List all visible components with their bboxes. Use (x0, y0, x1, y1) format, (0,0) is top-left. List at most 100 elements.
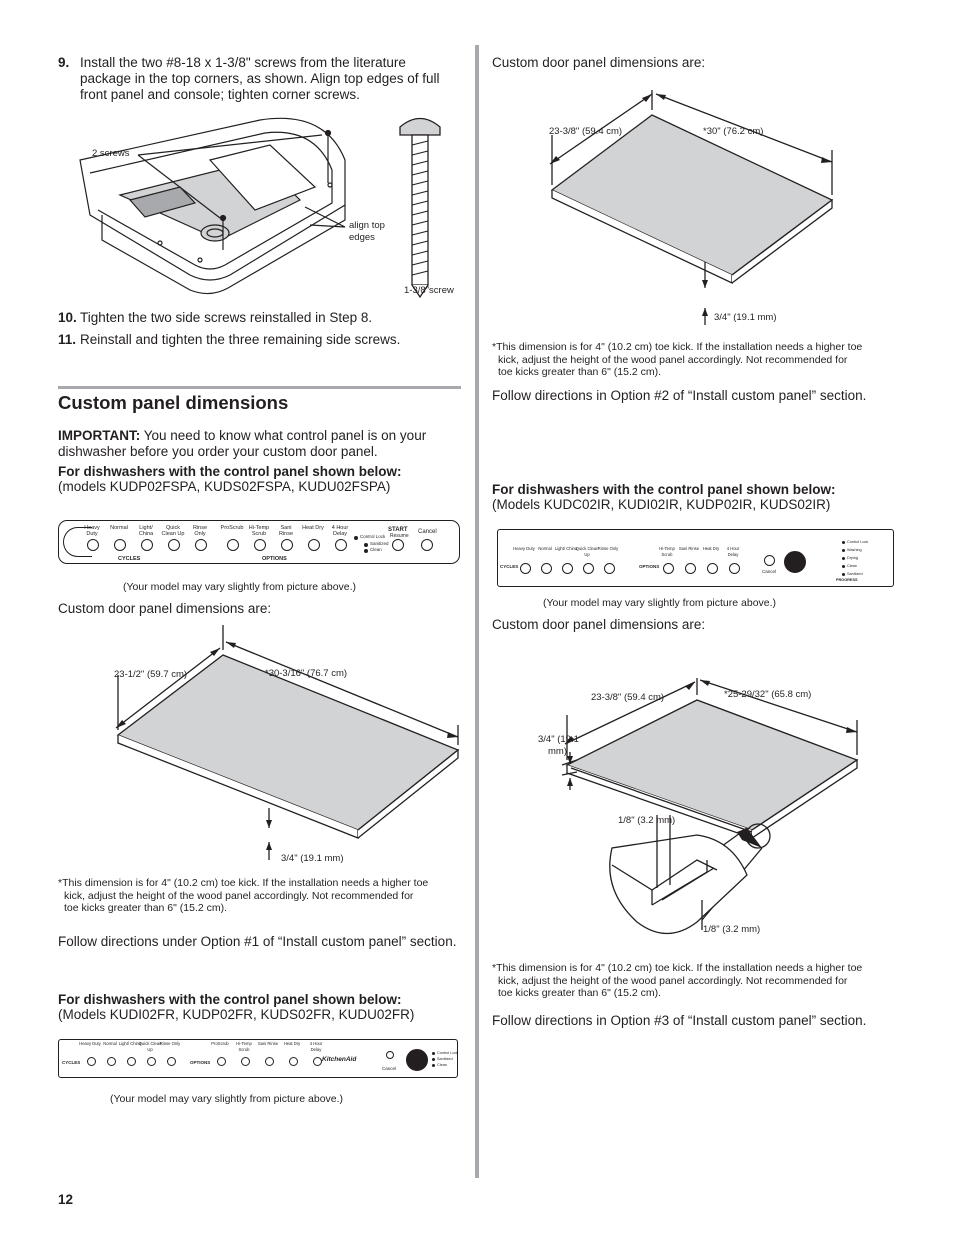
section-title: Custom panel dimensions (58, 392, 289, 413)
step-10-number: 10. (58, 310, 77, 325)
panel-b-cycle-button-4 (146, 1057, 156, 1066)
panel-a-option-button-1 (227, 539, 239, 551)
label-2-screws: 2 screws (92, 148, 130, 159)
panel-a-status-led-1 (354, 536, 358, 540)
panel-a-option-label-1: ProScrub (220, 525, 244, 531)
panel-b-cycle-button-3 (126, 1057, 136, 1066)
panel-a-cycle-label-3: Light/ China (138, 525, 154, 537)
panel-a-status-1: Control Lock (360, 534, 386, 539)
panel-a-cycle-button-1 (87, 539, 99, 551)
panel-a-cycle-button-2 (114, 539, 126, 551)
panel-b-option-button-4 (288, 1057, 298, 1066)
panel-d-status-led-4 (842, 565, 845, 568)
panel-d-option-button-1 (662, 563, 674, 574)
panel-a-start-label: START (388, 527, 408, 533)
panel-a-cancel-button (421, 539, 433, 551)
panel-b-led-3 (432, 1064, 435, 1067)
panel-a-caption: (Your model may vary slightly from pictu… (123, 581, 357, 593)
panel-a-models: (models KUDP02FSPA, KUDS02FSPA, KUDU02FS… (58, 479, 391, 494)
panel-a-cycle-label-4: Quick Clean Up (161, 525, 185, 537)
panel-a-cycle-button-5 (195, 539, 207, 551)
panel-a-cycle-label-2: Normal (110, 525, 128, 531)
panel-d-cycle-label-2: Normal (538, 546, 552, 551)
panel-a-footnote: *This dimension is for 4" (10.2 cm) toe … (58, 877, 463, 915)
panel-b-cycle-label-1: Heavy Duty (79, 1041, 101, 1046)
panel-d-models: (Models KUDC02IR, KUDI02IR, KUDP02IR, KU… (492, 497, 831, 512)
panel-a-start-button (392, 539, 404, 551)
panel-d-status-3: Drying (847, 556, 858, 560)
panel-a-options-label: OPTIONS (262, 556, 287, 562)
panel-b-start-button (406, 1049, 428, 1071)
panel-d-note-line-1: *This dimension is for 4" (10.2 cm) toe … (492, 962, 863, 974)
panel-b-led-2 (432, 1058, 435, 1061)
panel-d-cycle-label-3: Light/ China (554, 546, 578, 551)
panel-b-status-2: Sanitized (437, 1057, 453, 1061)
panel-b-option-label-2: Hi-Temp Scrub (236, 1041, 252, 1052)
board-drawing-c (549, 90, 834, 325)
panel-d-inset-top-label: 1/8" (3.2 mm) (618, 815, 676, 826)
panel-d-cycle-button-1 (519, 563, 531, 574)
panel-b-cycle-label-3: Light/ China (118, 1041, 142, 1046)
panel-d-width-label: 23-3/8" (59.4 cm) (591, 692, 665, 703)
panel-b-cycle-button-1 (86, 1057, 96, 1066)
panel-b-cancel-button (386, 1051, 394, 1059)
panel-d-cycles-label: CYCLES (500, 564, 519, 569)
panel-d-cycle-button-4 (582, 563, 594, 574)
panel-d-option-button-3 (706, 563, 718, 574)
step-10-text: Tighten the two side screws reinstalled … (80, 310, 373, 325)
panel-d-start-button (784, 551, 806, 573)
panel-b-option-button-5 (312, 1057, 322, 1066)
label-edges: edges (349, 232, 375, 243)
panel-a-height-label: *30-3/16" (76.7 cm) (265, 668, 348, 679)
panel-d-cancel-label: Cancel (762, 569, 777, 574)
panel-b-heading: For dishwashers with the control panel s… (58, 992, 402, 1007)
panel-a-cycle-button-4 (168, 539, 180, 551)
step-9-number: 9. (58, 55, 70, 70)
panel-d-note-line-3: toe kicks greater than 6" (15.2 cm). (498, 987, 662, 999)
panel-c-footnote: *This dimension is for 4" (10.2 cm) toe … (492, 341, 897, 379)
panel-d-option-button-4 (728, 563, 740, 574)
panel-a-status-2: Sanitized (370, 541, 389, 546)
step-11-number: 11. (58, 332, 77, 347)
panel-b-options-label: OPTIONS (190, 1060, 211, 1065)
panel-d-follow: Follow directions in Option #3 of “Insta… (492, 1013, 867, 1028)
panel-b-option-label-3: Sani Rinse (257, 1041, 279, 1046)
panel-d-caption: (Your model may vary slightly from pictu… (543, 597, 777, 609)
panel-d-cycle-button-3 (561, 563, 573, 574)
panel-b-option-button-1 (216, 1057, 226, 1066)
panel-d-heading: For dishwashers with the control panel s… (492, 482, 836, 497)
panel-a-option-button-4 (308, 539, 320, 551)
panel-d-inset-bottom-label: 1/8" (3.2 mm) (703, 924, 761, 935)
panel-a-option-label-2: Hi-Temp Scrub (248, 525, 270, 537)
panel-a-status-led-3 (364, 549, 368, 553)
panel-a-dims-intro: Custom door panel dimensions are: (58, 601, 272, 616)
panel-b-cycle-label-4: Quick Clean Up (138, 1041, 162, 1052)
panel-b-led-1 (432, 1052, 435, 1055)
panel-a-width-label: 23-1/2" (59.7 cm) (114, 669, 188, 680)
board-drawing-a (115, 625, 460, 860)
panel-b-status-1: Control Lock (437, 1051, 459, 1055)
panel-c-thickness-label: 3/4" (19.1 mm) (714, 312, 777, 323)
panel-d-status-led-1 (842, 541, 845, 544)
panel-a-cycle-button-3 (141, 539, 153, 551)
panel-a-option-button-3 (281, 539, 293, 551)
panel-d-option-label-1: Hi-Temp Scrub (659, 546, 675, 557)
panel-d-status-led-5 (842, 573, 845, 576)
panel-b-option-label-5: 4 Hour Delay (309, 1041, 323, 1052)
panel-a-cancel-label: Cancel (418, 529, 437, 535)
panel-b-status-3: Clean (437, 1063, 447, 1067)
panel-a-follow: Follow directions under Option #1 of “In… (58, 934, 457, 949)
panel-d-height-label: *25-29/32" (65.8 cm) (724, 689, 812, 700)
panel-a-thickness-label: 3/4" (19.1 mm) (281, 853, 344, 864)
panel-d-status-2: Washing (847, 548, 862, 552)
board-drawing-d (561, 678, 859, 935)
panel-b-cancel-label: Cancel (382, 1066, 397, 1071)
panel-c-follow: Follow directions in Option #2 of “Insta… (492, 388, 867, 403)
panel-d-thickness-label-b: mm) (548, 746, 567, 757)
panel-a-option-label-4: Heat Dry (302, 525, 324, 531)
panel-a-cycle-label-5: Rinse Only (192, 525, 208, 537)
step-11-text: Reinstall and tighten the three remainin… (80, 332, 401, 347)
label-align-top: align top (349, 220, 385, 231)
panel-a-cycles-label: CYCLES (118, 556, 141, 562)
panel-d-options-label: OPTIONS (639, 564, 660, 569)
